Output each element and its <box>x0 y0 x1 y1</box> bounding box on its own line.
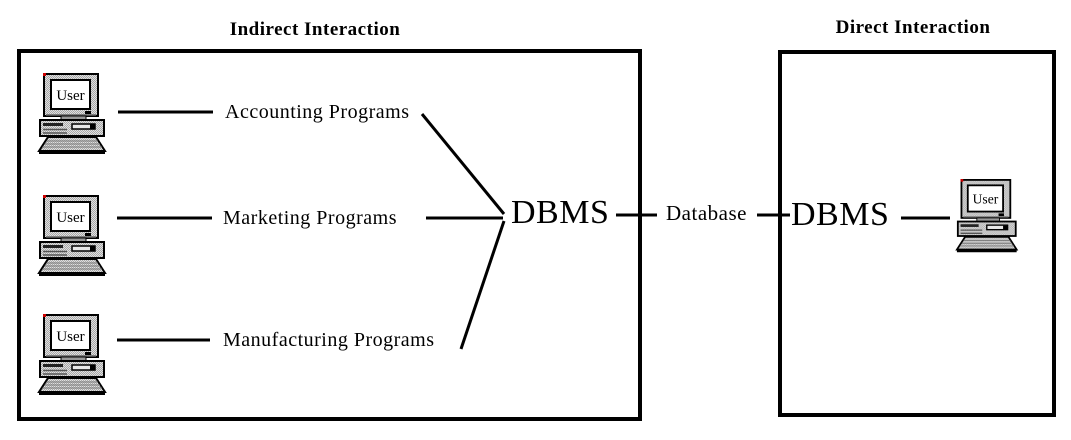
direct-interaction-title: Direct Interaction <box>835 17 991 38</box>
user-screen-label-3: User <box>56 329 84 345</box>
user-screen-label-1: User <box>56 88 84 104</box>
user-workstation-2: User <box>37 195 113 279</box>
direct-interaction-box <box>778 50 1056 417</box>
user-workstation-3: User <box>37 314 113 398</box>
accounting-programs-label: Accounting Programs <box>225 101 410 123</box>
indirect-interaction-title: Indirect Interaction <box>229 19 401 40</box>
manufacturing-programs-label: Manufacturing Programs <box>223 329 435 351</box>
user-screen-label-direct: User <box>973 191 999 206</box>
user-workstation-1: User <box>37 73 113 157</box>
user-workstation-direct: User <box>955 179 1024 255</box>
database-label: Database <box>666 201 747 225</box>
indirect-interaction-box <box>17 49 642 421</box>
computer-icon <box>39 73 105 153</box>
dbms-indirect-label: DBMS <box>511 194 610 231</box>
computer-icon <box>39 314 105 394</box>
user-screen-label-2: User <box>56 210 84 226</box>
computer-icon <box>39 195 105 275</box>
computer-icon <box>957 179 1017 251</box>
marketing-programs-label: Marketing Programs <box>223 207 397 229</box>
dbms-direct-label: DBMS <box>791 196 890 233</box>
